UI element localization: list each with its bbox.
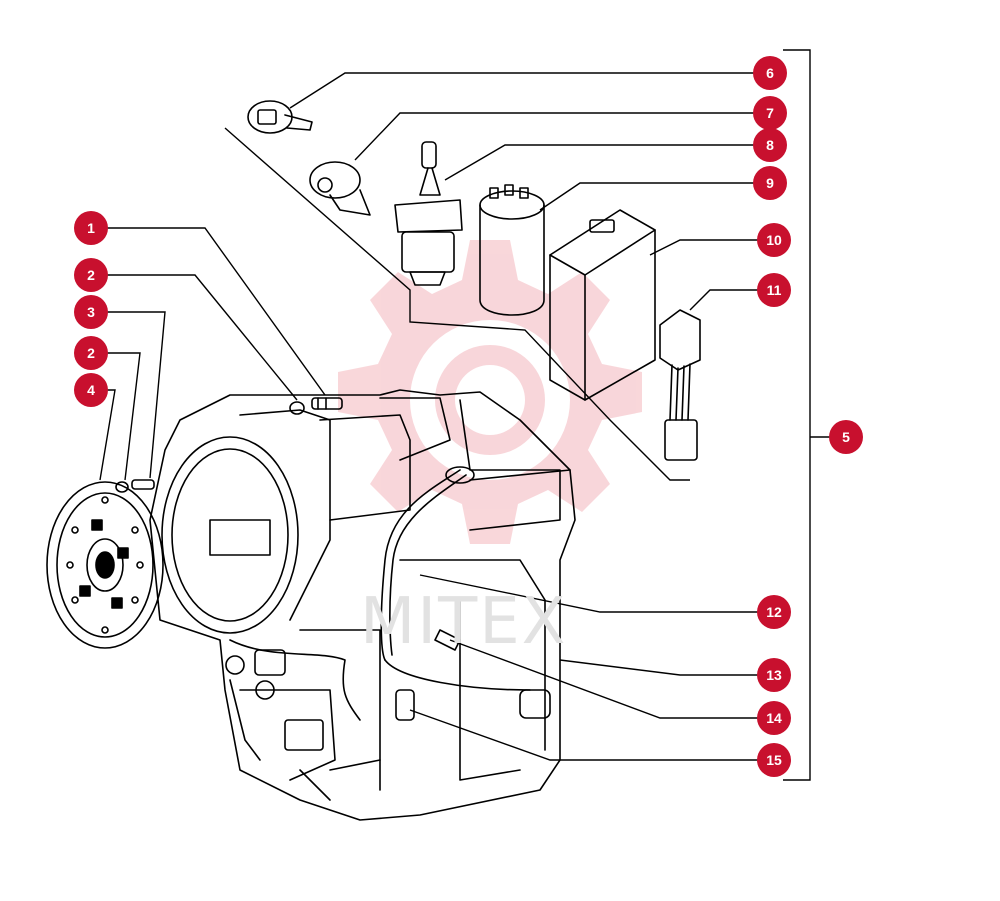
transmission-housing bbox=[149, 389, 576, 821]
rotary-switch bbox=[247, 100, 313, 134]
filter-canister bbox=[479, 184, 545, 316]
watermark-text: MITEX bbox=[360, 585, 568, 659]
callout-8[interactable]: 8 bbox=[753, 128, 787, 162]
connector-module bbox=[659, 309, 701, 461]
callout-1[interactable]: 1 bbox=[74, 211, 108, 245]
callout-7[interactable]: 7 bbox=[753, 96, 787, 130]
callout-10[interactable]: 10 bbox=[757, 223, 791, 257]
control-unit bbox=[549, 209, 656, 401]
joystick bbox=[394, 141, 463, 286]
watermark-gear bbox=[338, 240, 642, 544]
callout-11[interactable]: 11 bbox=[757, 273, 791, 307]
callout-3[interactable]: 3 bbox=[74, 295, 108, 329]
harness bbox=[229, 466, 531, 721]
callout-6[interactable]: 6 bbox=[753, 56, 787, 90]
callout-13[interactable]: 13 bbox=[757, 658, 791, 692]
sensor bbox=[309, 161, 371, 216]
clutch-disc bbox=[46, 481, 164, 649]
leader-lines bbox=[91, 49, 830, 781]
callout-2-lower[interactable]: 2 bbox=[74, 336, 108, 370]
callout-5[interactable]: 5 bbox=[829, 420, 863, 454]
callout-9[interactable]: 9 bbox=[753, 166, 787, 200]
small-bolts bbox=[115, 397, 343, 493]
callout-4[interactable]: 4 bbox=[74, 373, 108, 407]
callout-15[interactable]: 15 bbox=[757, 743, 791, 777]
callout-14[interactable]: 14 bbox=[757, 701, 791, 735]
callout-12[interactable]: 12 bbox=[757, 595, 791, 629]
callout-2-upper[interactable]: 2 bbox=[74, 258, 108, 292]
